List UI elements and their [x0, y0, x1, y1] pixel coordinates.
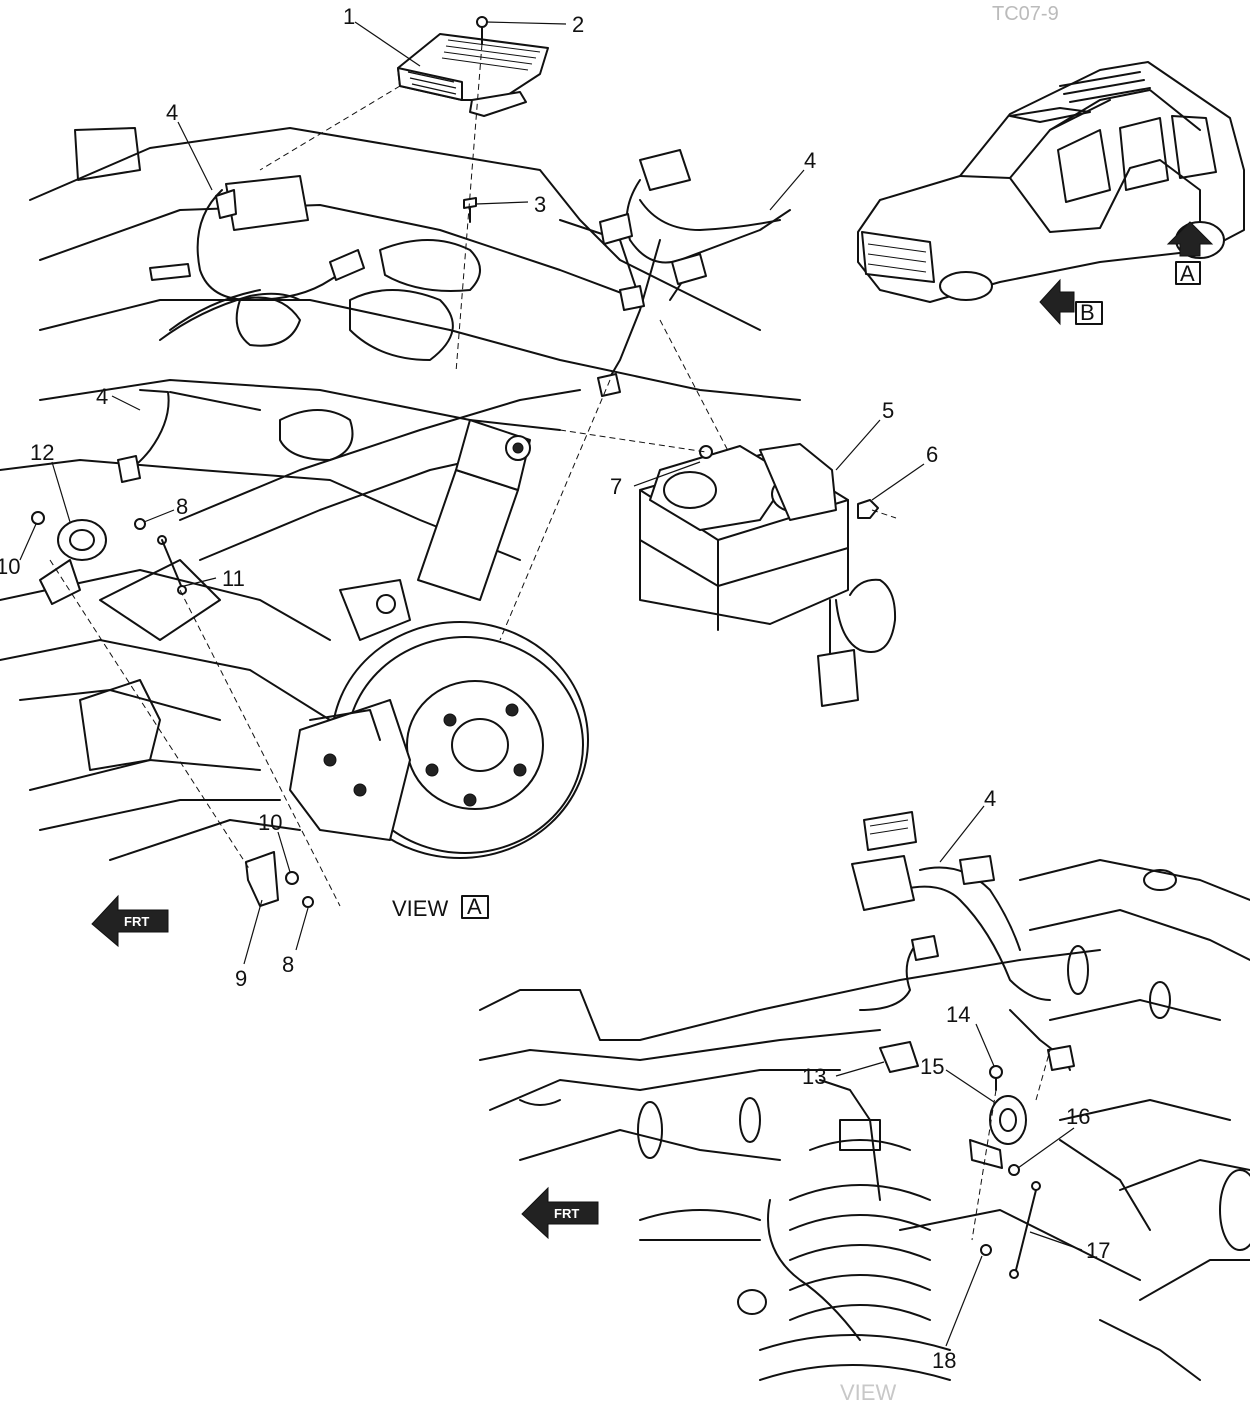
callout-4-left: 4 [96, 384, 108, 409]
assembly-line-nut [871, 509, 897, 519]
front-arrow-left: FRT [91, 894, 169, 948]
link-rod-11 [157, 535, 187, 595]
assembly-line-compressor [659, 319, 739, 471]
corner-code: TC07-9 [992, 3, 1059, 25]
callout-8-lower: 8 [282, 952, 294, 977]
callout-12: 12 [30, 440, 54, 465]
control-module [397, 33, 549, 101]
callout-4-lower: 4 [984, 786, 996, 811]
view-a-text: VIEW [392, 896, 448, 921]
view-a-title: VIEW A [392, 894, 489, 921]
height-sensor-front [879, 1041, 1027, 1169]
callout-11: 11 [222, 566, 245, 591]
callout-6: 6 [926, 442, 938, 467]
callout-14: 14 [946, 1002, 970, 1027]
callout-1: 1 [343, 4, 355, 29]
front-frame [479, 859, 1250, 1381]
front-arrow-lower-label: FRT [554, 1206, 579, 1221]
front-arrow-lower: FRT [521, 1186, 599, 1240]
view-b-arrow: B [1039, 278, 1103, 326]
callout-7: 7 [610, 474, 622, 499]
nut-10-upper [31, 511, 45, 525]
wiring-harness-top-center [597, 149, 791, 397]
view-a-box-label: A [1180, 261, 1195, 286]
nut-16 [1008, 1164, 1020, 1176]
view-b-box-label: B [1080, 300, 1095, 325]
module-bracket [469, 91, 527, 117]
sensor-bracket-9 [245, 851, 279, 907]
callout-10-lower: 10 [258, 810, 282, 835]
callout-17: 17 [1086, 1238, 1110, 1263]
rear-brake-caliper [289, 699, 411, 841]
rear-shock-absorber [417, 419, 531, 601]
callout-2: 2 [572, 12, 584, 37]
nut-18 [980, 1244, 992, 1256]
height-sensor-rear [39, 519, 107, 605]
callout-4-top-center: 4 [804, 148, 816, 173]
nut-8-upper [134, 518, 146, 530]
bolt-3 [463, 197, 477, 223]
wiring-harness-left-lower [117, 389, 261, 483]
callout-10-upper: 10 [0, 554, 20, 579]
nut-8-lower [302, 896, 314, 908]
wiring-harness-lower [767, 811, 1075, 1341]
callout-3: 3 [534, 192, 546, 217]
bolt-14 [989, 1065, 1003, 1091]
assembly-line-view-a [179, 589, 341, 907]
upper-control-arm [339, 579, 411, 641]
front-arrow-left-label: FRT [124, 914, 149, 929]
assembly-line-bracket [49, 559, 251, 871]
bolt-7 [699, 445, 713, 459]
callout-18: 18 [932, 1348, 956, 1373]
assembly-line-front-harness [1035, 1049, 1051, 1101]
assembly-line-module [455, 43, 483, 373]
assembly-line-bolt [559, 429, 707, 453]
nut-6 [857, 499, 879, 519]
callout-4-upper-left: 4 [166, 100, 178, 125]
view-a-arrow: A [1166, 221, 1214, 286]
callouts: 1 2 3 4 4 4 4 5 6 7 8 8 9 10 10 11 12 [0, 4, 1110, 1373]
assembly-line-connector [259, 85, 401, 171]
nut-10-lower [285, 871, 299, 885]
callout-5: 5 [882, 398, 894, 423]
view-a-title-box: A [467, 894, 482, 919]
callout-16: 16 [1066, 1104, 1090, 1129]
link-rod-17 [1009, 1181, 1041, 1279]
vehicle-suv-outline [857, 61, 1245, 303]
assembly-line-harness [499, 379, 611, 641]
callout-8-upper: 8 [176, 494, 188, 519]
callout-15: 15 [920, 1054, 944, 1079]
view-b-partial-text: VIEW [840, 1380, 896, 1404]
assembly-line-front-sensor [971, 1089, 997, 1241]
compressor-cable-connector [817, 578, 897, 707]
callout-9: 9 [235, 966, 247, 991]
front-strut-spring [737, 1119, 951, 1381]
wiring-harness-upper-left [149, 175, 365, 341]
air-compressor-assembly [639, 443, 849, 631]
callout-13: 13 [802, 1064, 826, 1089]
